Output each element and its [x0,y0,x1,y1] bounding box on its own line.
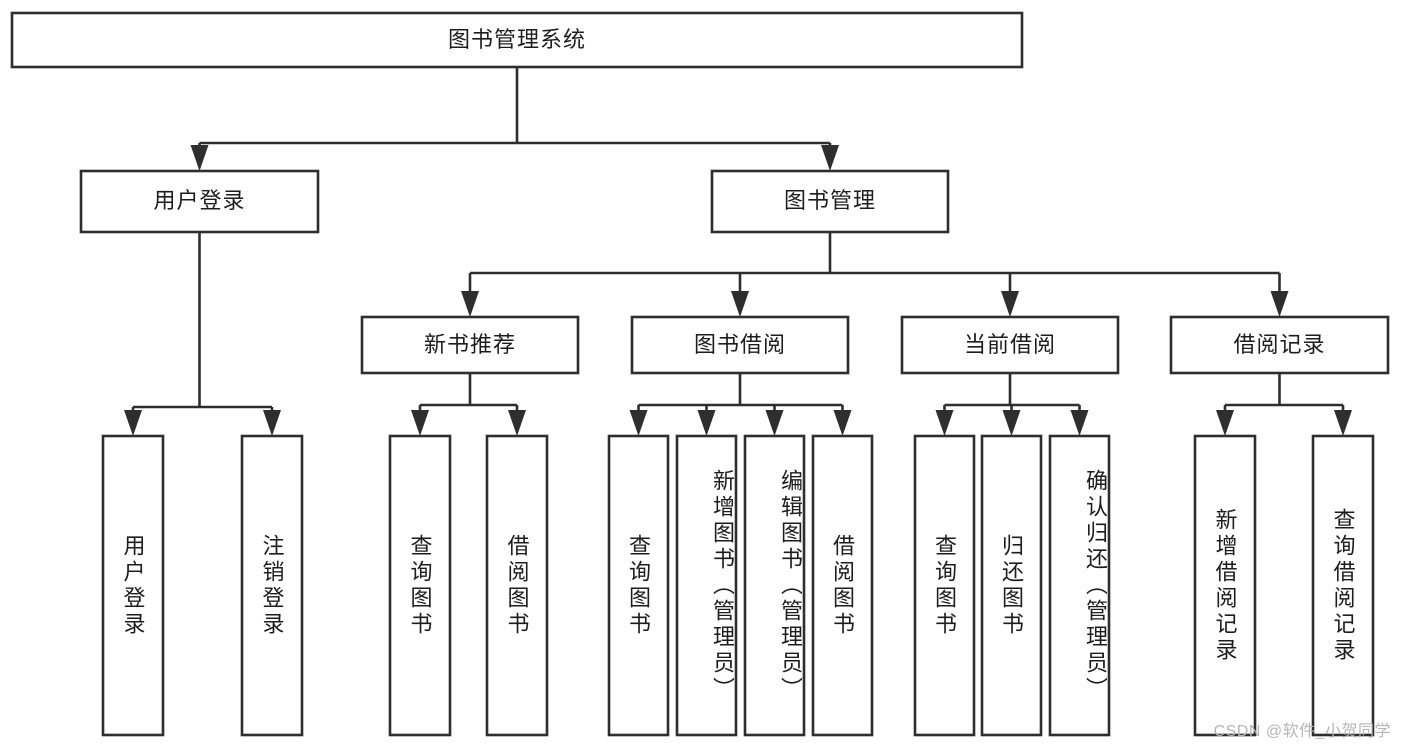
label-borrow-record[interactable]: 借阅记录 [1233,331,1326,357]
arrow-head-icon [1070,410,1089,436]
node-leaf-add-book[interactable] [675,434,738,737]
label-user-login[interactable]: 用户登录 [153,188,246,214]
node-leaf-query-book-rec[interactable] [388,434,452,737]
node-leaf-logout[interactable] [240,434,304,737]
label-leaf-query-book-cur[interactable]: 查询图书 [932,533,958,638]
label-leaf-add-book[interactable]: 新增图书（管理员） [710,468,734,703]
label-current-borrow[interactable]: 当前借阅 [963,331,1056,357]
node-leaf-query-book-cur[interactable] [913,434,976,737]
connector-edges [124,67,1352,436]
label-leaf-query-book-borrow[interactable]: 查询图书 [626,533,652,638]
arrow-head-icon [461,291,479,317]
arrow-head-icon [263,410,281,436]
node-leaf-query-book-borrow[interactable] [607,434,670,737]
label-book-borrow[interactable]: 图书借阅 [693,331,786,357]
node-book-borrow[interactable] [630,315,850,375]
arrow-head-icon [508,410,526,436]
arrow-head-icon [1001,291,1019,317]
node-new-book-recommend[interactable] [360,315,580,375]
watermark-text: CSDN @软件_小贺同学 [1213,723,1391,740]
label-leaf-query-record[interactable]: 查询借阅记录 [1330,507,1356,664]
arrow-head-icon [411,410,429,436]
arrow-head-icon [190,145,209,171]
label-book-management[interactable]: 图书管理 [783,188,876,214]
node-leaf-user-login[interactable] [101,434,165,737]
label-title-book-management-system[interactable]: 图书管理系统 [447,26,586,52]
label-leaf-add-record[interactable]: 新增借阅记录 [1212,507,1238,664]
arrow-head-icon [1334,410,1352,436]
arrow-head-icon [833,410,852,436]
arrow-head-icon [124,410,142,436]
node-leaf-borrow-book-rec[interactable] [485,434,549,737]
label-leaf-borrow-book[interactable]: 借阅图书 [830,533,856,638]
node-leaf-edit-book[interactable] [743,434,806,737]
node-leaf-query-record[interactable] [1311,434,1375,737]
arrow-head-icon [697,410,716,436]
node-book-management[interactable] [710,169,950,234]
arrow-head-icon [1270,291,1289,317]
node-leaf-confirm-return[interactable] [1048,434,1111,737]
label-leaf-logout[interactable]: 注销登录 [259,533,285,638]
label-leaf-edit-book[interactable]: 编辑图书（管理员） [778,468,802,703]
node-leaf-borrow-book[interactable] [811,434,874,737]
label-leaf-confirm-return[interactable]: 确认归还（管理员） [1083,468,1107,703]
label-leaf-return-book[interactable]: 归还图书 [999,533,1025,638]
arrow-head-icon [1216,410,1234,436]
node-borrow-record[interactable] [1169,315,1390,375]
node-current-borrow[interactable] [900,315,1120,375]
node-rectangles [10,11,1390,737]
arrow-head-icon [629,410,648,436]
node-leaf-return-book[interactable] [980,434,1043,737]
label-leaf-borrow-book-rec[interactable]: 借阅图书 [504,533,530,638]
node-title-book-management-system[interactable] [10,11,1024,69]
label-leaf-query-book-rec[interactable]: 查询图书 [407,533,433,638]
arrow-head-icon [935,410,954,436]
label-new-book-recommend[interactable]: 新书推荐 [423,331,516,357]
label-leaf-user-login[interactable]: 用户登录 [120,533,146,638]
node-user-login[interactable] [79,169,320,234]
node-leaf-add-record[interactable] [1193,434,1257,737]
arrow-head-icon [821,145,839,171]
arrow-head-icon [1002,410,1021,436]
arrow-head-icon [765,410,784,436]
arrow-head-icon [731,291,749,317]
